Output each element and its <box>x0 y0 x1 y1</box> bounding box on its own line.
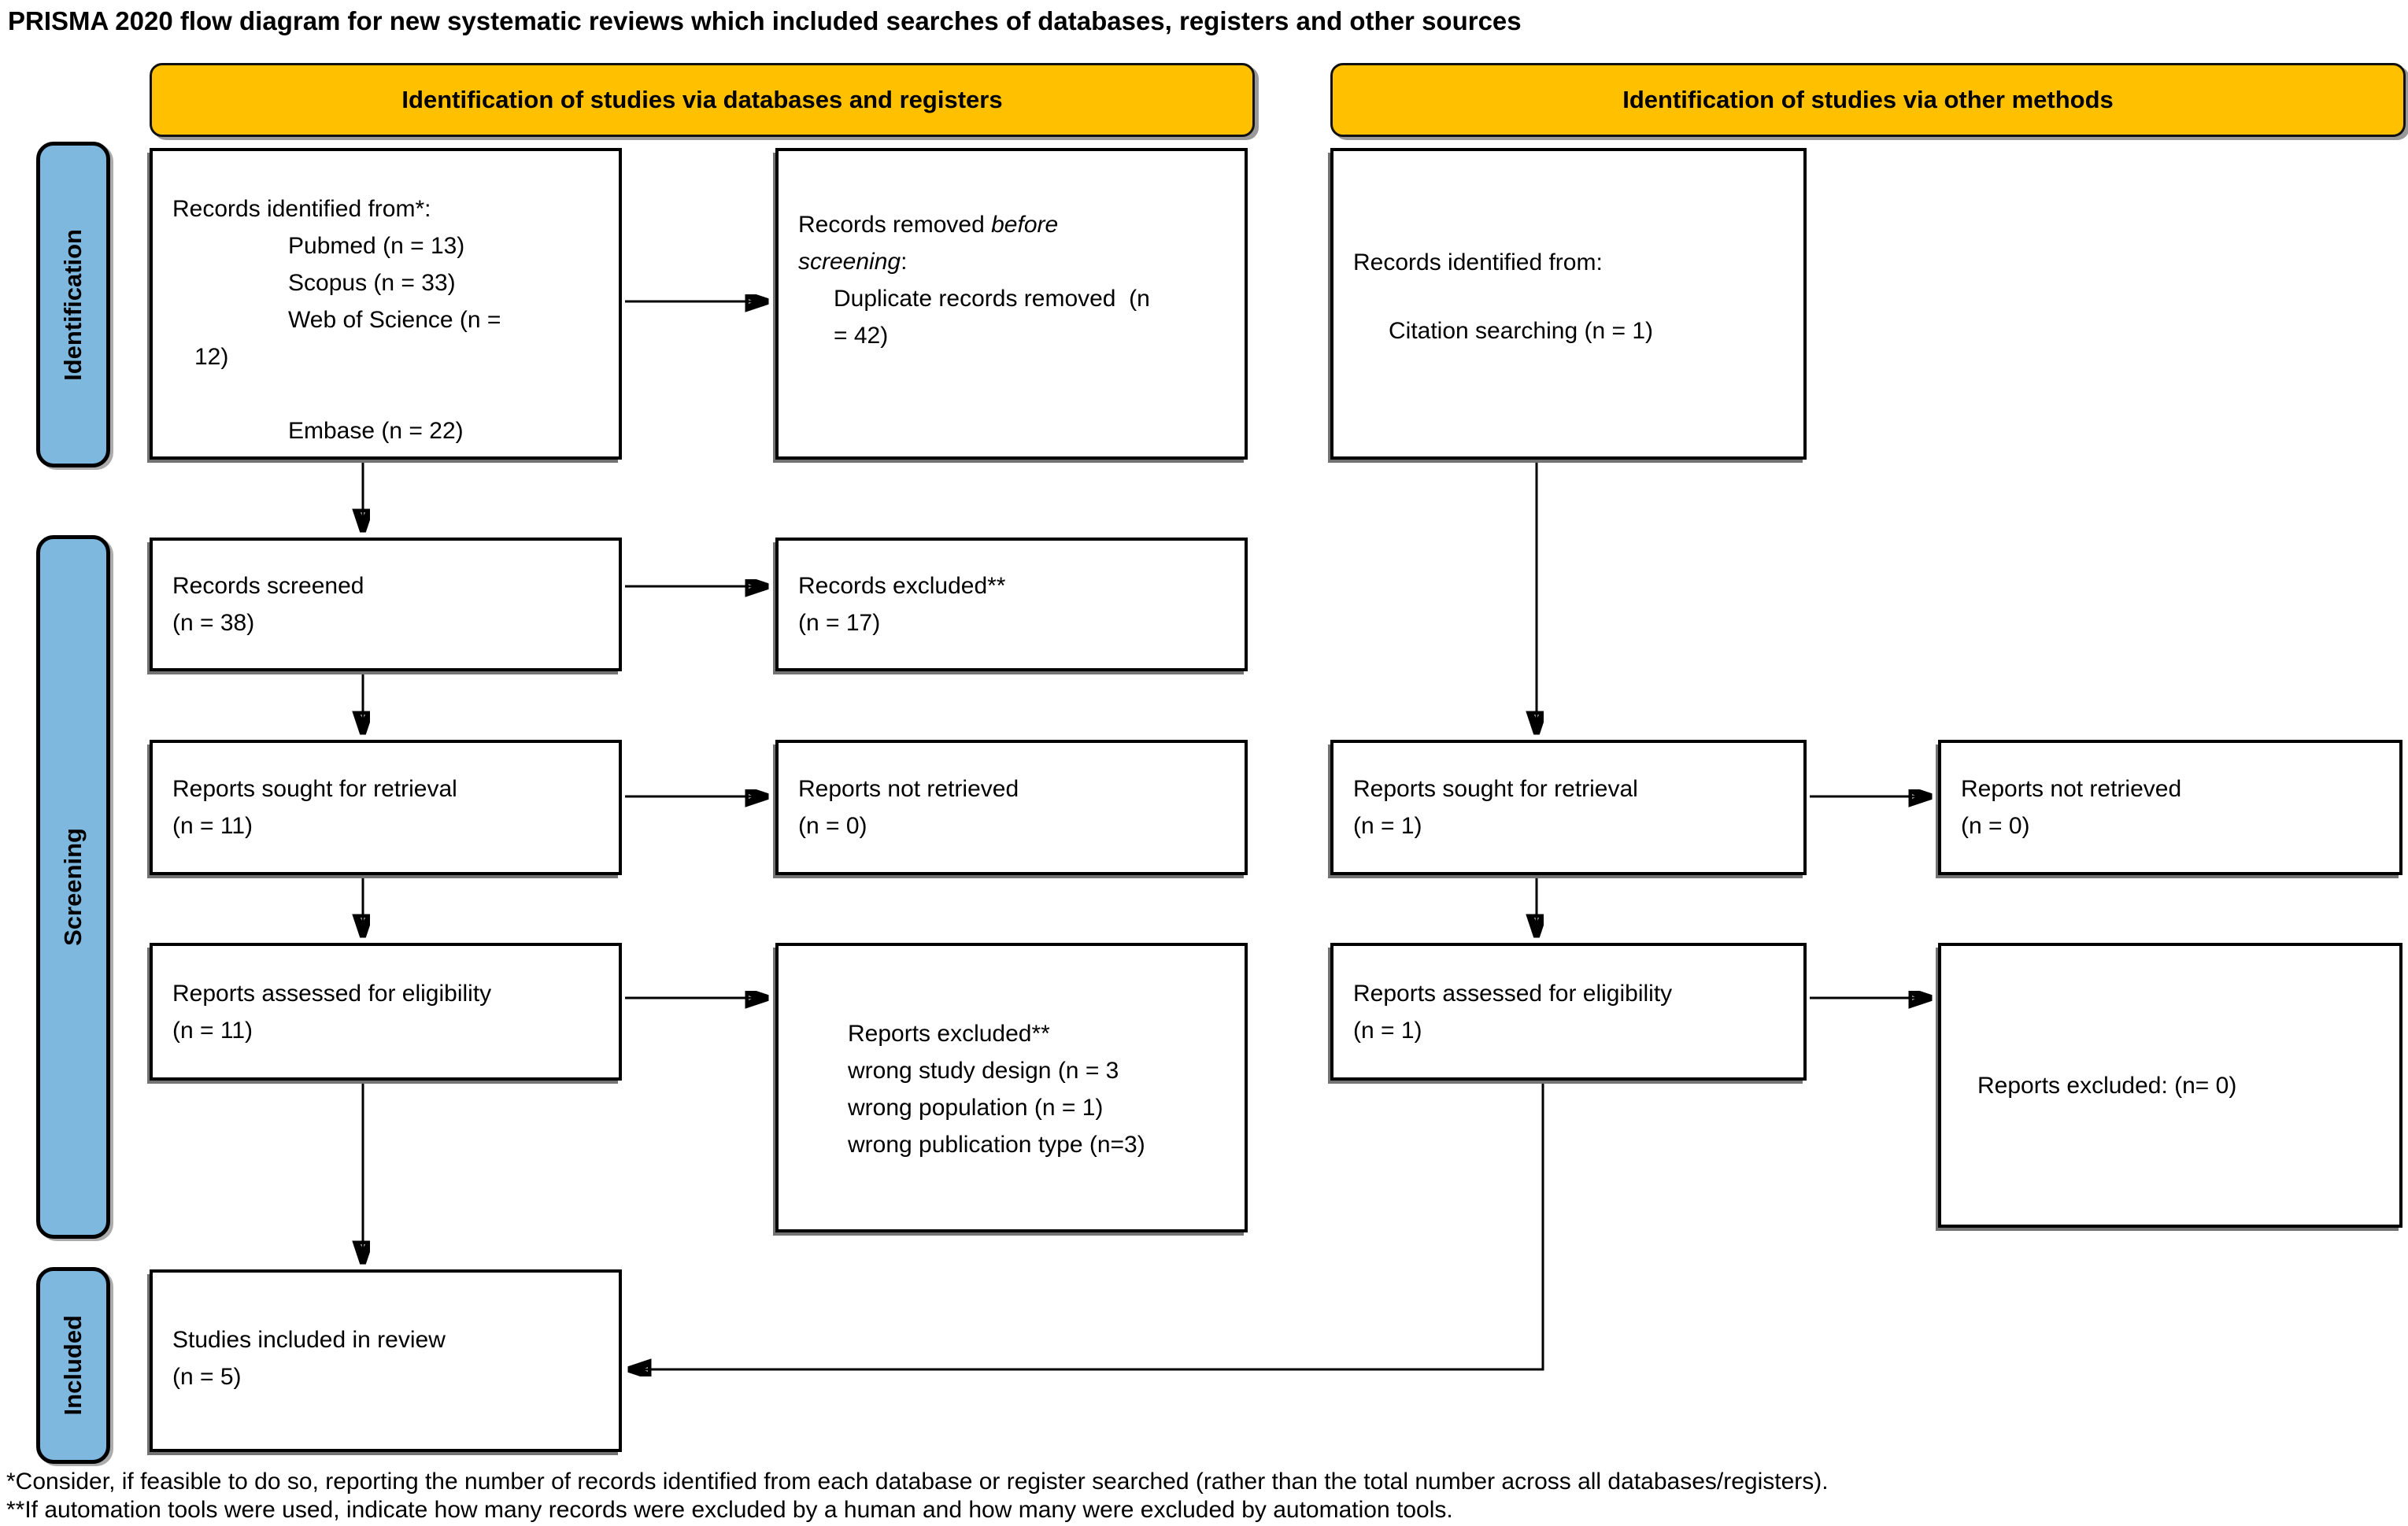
footnote-automation: **If automation tools were used, indicat… <box>6 1497 1453 1523</box>
box-line: (n = 5) <box>172 1364 242 1390</box>
box-line: Reports excluded: (n= 0) <box>1977 1072 2237 1099</box>
box-line: Records excluded** <box>798 573 1006 599</box>
box-line-text-italic: screening <box>798 249 901 275</box>
box-line: Reports assessed for eligibility <box>172 980 492 1007</box>
box-records-removed: Records removed before screening: Duplic… <box>775 148 1248 460</box>
box-line: Reports excluded** <box>848 1021 1050 1047</box>
box-line: (n = 0) <box>1961 813 2030 839</box>
box-line: Reports sought for retrieval <box>172 776 457 802</box>
box-records-screened: Records screened (n = 38) <box>150 538 622 671</box>
sidebar-identification-label: Identification <box>59 228 87 381</box>
box-line: Studies included in review <box>172 1327 446 1353</box>
box-line: Records identified from*: <box>172 196 431 222</box>
box-line: (n = 11) <box>172 813 253 839</box>
box-line: Reports not retrieved <box>1961 776 2182 802</box>
header-databases-registers-label: Identification of studies via databases … <box>401 86 1003 113</box>
sidebar-identification: Identification <box>36 142 110 467</box>
box-line: Duplicate records removed (n <box>834 286 1150 312</box>
box-line: (n = 1) <box>1353 1017 1422 1044</box>
box-reports-excluded-other: Reports excluded: (n= 0) <box>1938 943 2402 1228</box>
box-reports-sought-db: Reports sought for retrieval (n = 11) <box>150 740 622 875</box>
box-studies-included: Studies included in review (n = 5) <box>150 1269 622 1452</box>
box-line: Records identified from: <box>1353 249 1603 275</box>
box-line-text: : <box>901 249 908 275</box>
box-line-text-italic: before <box>991 212 1059 238</box>
box-line: wrong study design (n = 3 <box>848 1058 1119 1084</box>
box-line: (n = 11) <box>172 1017 253 1044</box>
box-line: Embase (n = 22) <box>288 418 464 444</box>
box-reports-not-retrieved-other: Reports not retrieved (n = 0) <box>1938 740 2402 875</box>
box-records-excluded: Records excluded** (n = 17) <box>775 538 1248 671</box>
box-line: Reports sought for retrieval <box>1353 776 1638 802</box>
box-records-identified: Records identified from*: Pubmed (n = 13… <box>150 148 622 460</box>
page-title: PRISMA 2020 flow diagram for new systema… <box>8 6 1522 35</box>
sidebar-included: Included <box>36 1267 110 1464</box>
header-other-methods-label: Identification of studies via other meth… <box>1622 86 2114 113</box>
box-line: (n = 1) <box>1353 813 1422 839</box>
box-line: 12) <box>194 344 229 370</box>
footnote-databases: *Consider, if feasible to do so, reporti… <box>6 1469 1829 1495</box>
box-line-text: Records removed <box>798 212 992 238</box>
box-reports-assessed-other: Reports assessed for eligibility (n = 1) <box>1330 943 1807 1081</box>
box-records-identified-other: Records identified from: Citation search… <box>1330 148 1807 460</box>
box-reports-assessed-db: Reports assessed for eligibility (n = 11… <box>150 943 622 1081</box>
box-line: Reports not retrieved <box>798 776 1019 802</box>
header-other-methods: Identification of studies via other meth… <box>1330 63 2406 137</box>
box-line: Records removed before <box>798 206 1233 243</box>
box-line: screening: <box>798 243 1233 280</box>
box-line: Citation searching (n = 1) <box>1389 318 1654 344</box>
header-databases-registers: Identification of studies via databases … <box>150 63 1255 137</box>
box-line: (n = 38) <box>172 610 255 636</box>
box-line: Scopus (n = 33) <box>288 270 456 296</box>
box-reports-excluded-db: Reports excluded** wrong study design (n… <box>775 943 1248 1232</box>
box-line: wrong publication type (n=3) <box>848 1132 1145 1158</box>
box-line: (n = 0) <box>798 813 867 839</box>
box-line: wrong population (n = 1) <box>848 1095 1104 1121</box>
sidebar-screening-label: Screening <box>59 828 87 946</box>
box-line: Reports assessed for eligibility <box>1353 980 1673 1007</box>
box-line: Pubmed (n = 13) <box>288 233 465 259</box>
sidebar-screening: Screening <box>36 535 110 1239</box>
box-line: (n = 17) <box>798 610 881 636</box>
box-reports-not-retrieved-db: Reports not retrieved (n = 0) <box>775 740 1248 875</box>
sidebar-included-label: Included <box>59 1315 87 1416</box>
box-line: Records screened <box>172 573 364 599</box>
box-line: Web of Science (n = <box>288 307 501 333</box>
box-reports-sought-other: Reports sought for retrieval (n = 1) <box>1330 740 1807 875</box>
box-line: = 42) <box>834 323 889 349</box>
